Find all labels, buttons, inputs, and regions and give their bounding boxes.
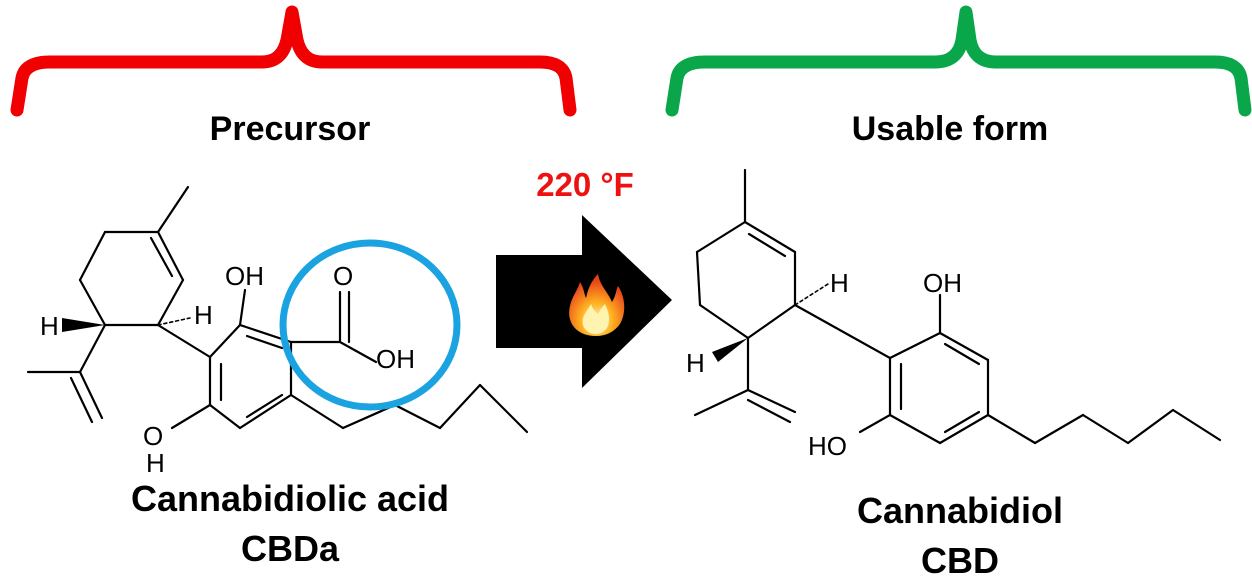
cbda-abbrev: CBDa [240, 528, 339, 569]
fire-icon [569, 274, 625, 336]
cbda-name: Cannabidiolic acid [130, 478, 450, 519]
atom-label: O [333, 261, 353, 291]
precursor-heading: Precursor [209, 110, 371, 148]
atom-label: O [143, 421, 163, 451]
cbda-structure [26, 185, 529, 434]
atom-label: H [194, 300, 213, 330]
wedge-bond [712, 338, 748, 362]
wedge-bond [62, 318, 105, 332]
atom-label: H [40, 311, 59, 341]
cbd-abbrev: CBD [921, 540, 999, 581]
usable-form-bracket [665, 5, 1252, 117]
carboxyl-highlight-circle [279, 239, 461, 411]
cbd-structure [693, 168, 1222, 445]
atom-label: OH [376, 344, 415, 374]
atom-label: H [830, 268, 849, 298]
usable-form-heading: Usable form [851, 110, 1049, 148]
atom-label: H [146, 448, 165, 478]
atom-label: HO [808, 431, 847, 461]
precursor-bracket [10, 5, 577, 117]
atom-label: OH [923, 268, 962, 298]
cbd-name: Cannabidiol [857, 490, 1063, 531]
atom-label: H [686, 348, 705, 378]
temperature-label: 220 °F [536, 166, 634, 203]
atom-label: OH [225, 261, 264, 291]
